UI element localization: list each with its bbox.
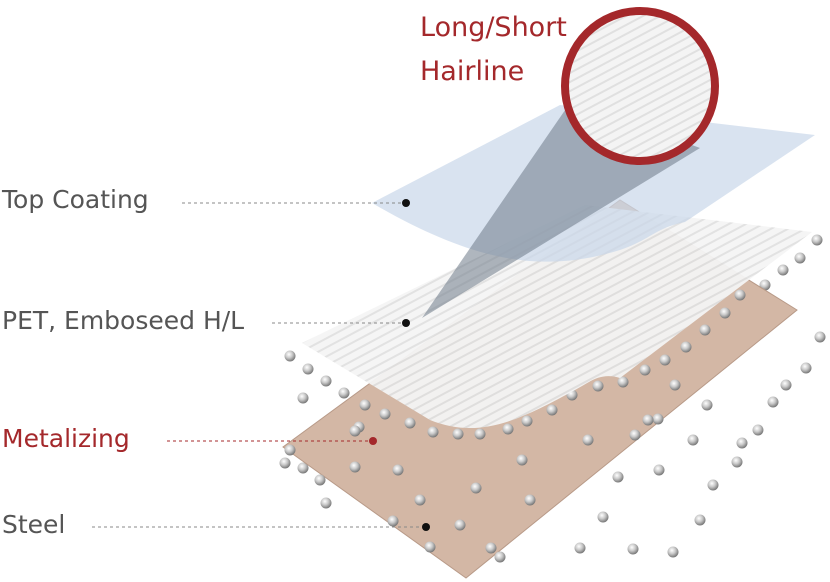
particle [349, 461, 361, 473]
title-line-2: Hairline [420, 56, 525, 87]
particle [699, 324, 711, 336]
marker-metalizing [369, 437, 377, 445]
particle [701, 399, 713, 411]
particle [669, 379, 681, 391]
particle [297, 462, 309, 474]
particle [320, 497, 332, 509]
particle [454, 519, 466, 531]
particle [680, 341, 692, 353]
particle [297, 392, 309, 404]
particle [359, 399, 371, 411]
particle [627, 543, 639, 555]
particle [279, 457, 291, 469]
particle [574, 542, 586, 554]
marker-steel [422, 523, 430, 531]
particle [338, 387, 350, 399]
title-line-1: Long/Short [420, 12, 567, 43]
particle [752, 424, 764, 436]
particle [800, 362, 812, 374]
magnifier-circle [561, 7, 719, 165]
particle [652, 413, 664, 425]
particle [612, 471, 624, 483]
particles-on-steel [284, 289, 746, 563]
particle [302, 363, 314, 375]
particle [284, 350, 296, 362]
particle [424, 541, 436, 553]
label-steel: Steel [2, 510, 66, 539]
particle [314, 474, 326, 486]
particle [474, 428, 486, 440]
particle [485, 542, 497, 554]
particle [494, 551, 506, 563]
particle [642, 414, 654, 426]
marker-pet [402, 319, 410, 327]
particle [470, 482, 482, 494]
particle [387, 515, 399, 527]
particle [777, 264, 789, 276]
particle [427, 426, 439, 438]
particle [617, 376, 629, 388]
particle [639, 364, 651, 376]
particle [452, 428, 464, 440]
particle [597, 511, 609, 523]
particle [414, 494, 426, 506]
particle [694, 514, 706, 526]
particle [524, 494, 536, 506]
magnified-hairline [568, 14, 712, 158]
particle [521, 415, 533, 427]
particle [284, 444, 296, 456]
particle [794, 252, 806, 264]
particle [811, 234, 823, 246]
particle [379, 408, 391, 420]
particle [392, 464, 404, 476]
particle [659, 354, 671, 366]
particle [814, 331, 826, 343]
particle [582, 434, 594, 446]
particle [629, 429, 641, 441]
pet-layer [302, 205, 812, 429]
label-top-coating: Top Coating [2, 185, 149, 214]
particle [767, 396, 779, 408]
particle [780, 379, 792, 391]
particle [592, 380, 604, 392]
label-pet: PET, Emboseed H/L [2, 306, 245, 335]
particle [736, 437, 748, 449]
particle [731, 456, 743, 468]
label-metalizing: Metalizing [2, 424, 130, 453]
particle [719, 307, 731, 319]
hairline-title: Long/Short Hairline [420, 6, 567, 94]
particle [502, 423, 514, 435]
particle [667, 546, 679, 558]
particle [404, 417, 416, 429]
particle [759, 279, 771, 291]
particle [653, 464, 665, 476]
particle [687, 434, 699, 446]
particle [349, 425, 361, 437]
particle [516, 454, 528, 466]
particle [546, 404, 558, 416]
particle [707, 479, 719, 491]
particle [320, 375, 332, 387]
particle [734, 289, 746, 301]
marker-top-coating [402, 199, 410, 207]
